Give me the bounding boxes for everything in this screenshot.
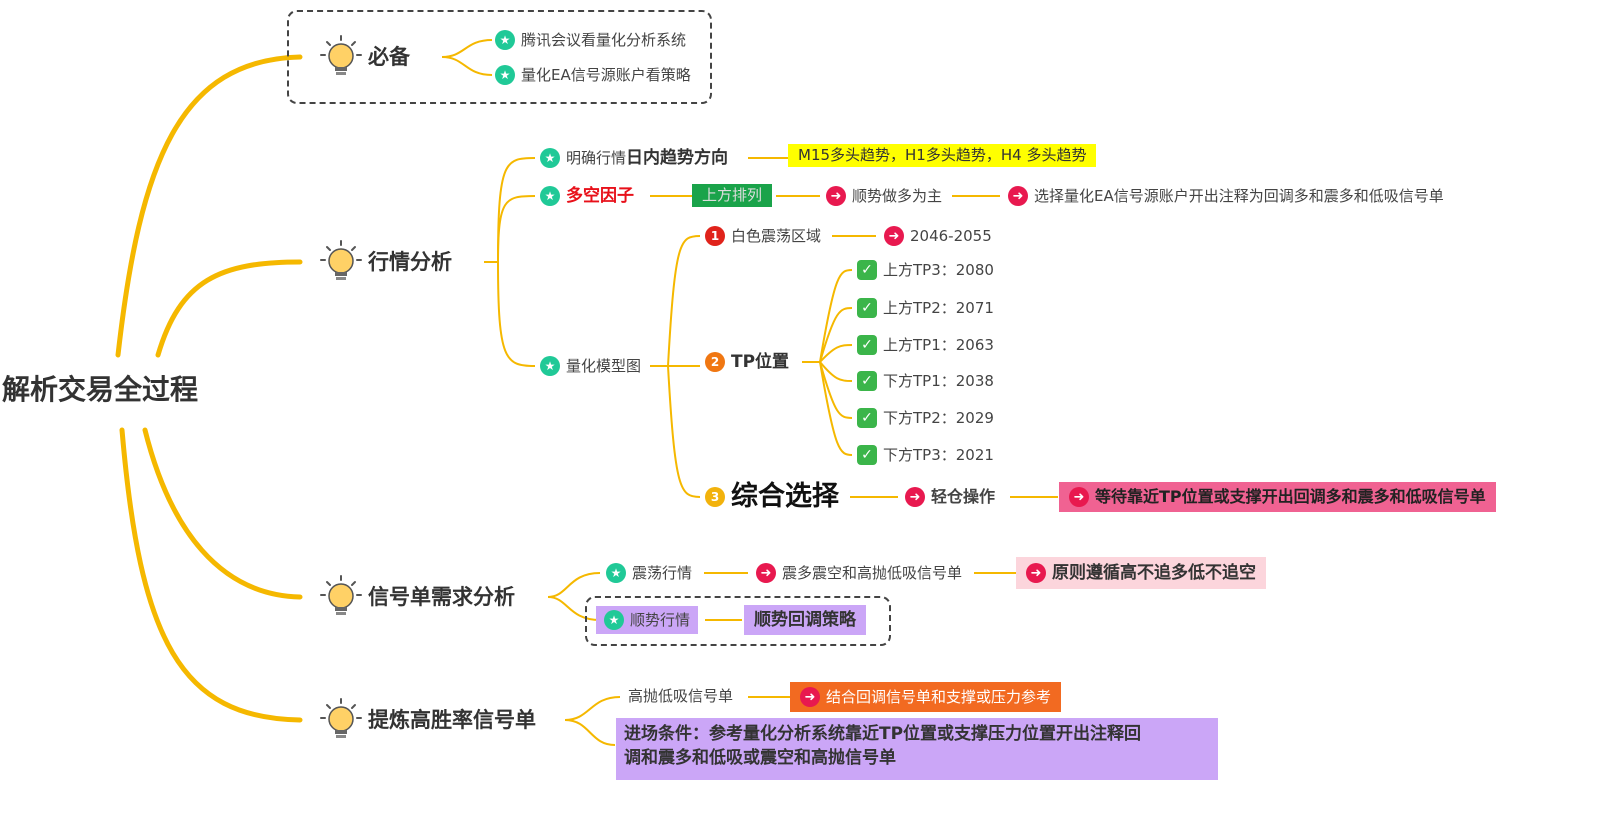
check-icon: ✓ [857, 298, 877, 318]
tp-item-label: 下方TP2：2029 [883, 408, 994, 427]
tilian-item[interactable]: 高抛低吸信号单 [628, 687, 734, 705]
check-icon: ✓ [857, 445, 877, 465]
lightbulb-icon [320, 575, 362, 615]
number-3-icon: 3 [705, 486, 725, 507]
check-icon: ✓ [857, 335, 877, 355]
zone-node[interactable]: 1 白色震荡区域 [705, 226, 821, 246]
entry-condition-line-1: 进场条件：参考量化分析系统靠近TP位置或支撑压力位置开出注释回 [624, 724, 1142, 744]
trend-direction[interactable]: ★ 明确行情 日内趋势方向 [540, 148, 728, 168]
factor-step-2-label: 选择量化EA信号源账户开出注释为回调多和震多和低吸信号单 [1034, 186, 1444, 205]
zone-label: 白色震荡区域 [731, 226, 822, 245]
factor-tag: 上方排列 [692, 184, 773, 207]
osc-note[interactable]: ➜ 原则遵循高不追多低不追空 [1016, 557, 1266, 589]
factor-label: 多空因子 [566, 185, 634, 206]
check-icon: ✓ [857, 260, 877, 280]
branch-tilian-label: 提炼高胜率信号单 [368, 707, 536, 732]
arrow-right-icon: ➜ [1069, 487, 1089, 507]
branch-xinhao-label: 信号单需求分析 [368, 584, 515, 609]
choice-step-label: 轻仓操作 [931, 487, 996, 506]
arrow-right-icon: ➜ [826, 186, 846, 206]
tilian-item-note[interactable]: ➜ 结合回调信号单和支撑或压力参考 [790, 682, 1062, 712]
trend-label: 顺势行情 [630, 610, 691, 629]
arrow-right-icon: ➜ [1008, 186, 1028, 206]
osc-note-label: 原则遵循高不追多低不追空 [1052, 562, 1256, 583]
bibei-dashed-frame [287, 10, 712, 104]
tilian-item-note-label: 结合回调信号单和支撑或压力参考 [826, 687, 1052, 706]
bibei-item-2-label: 量化EA信号源账户看策略 [521, 65, 691, 84]
tp-item[interactable]: ✓ 上方TP1：2063 [857, 335, 994, 355]
tp-item-label: 下方TP3：2021 [883, 445, 994, 464]
osc-step[interactable]: ➜ 震多震空和高抛低吸信号单 [756, 563, 962, 583]
osc-label: 震荡行情 [632, 563, 693, 582]
factor-step-1-label: 顺势做多为主 [852, 186, 943, 205]
star-icon: ★ [604, 610, 624, 630]
branch-bibei-label: 必备 [368, 44, 410, 69]
star-icon: ★ [540, 356, 560, 376]
star-icon: ★ [540, 148, 560, 168]
arrow-right-icon: ➜ [1026, 563, 1046, 583]
arrow-right-icon: ➜ [884, 226, 904, 246]
choice-step[interactable]: ➜ 轻仓操作 [905, 487, 995, 507]
trend-node[interactable]: ★ 顺势行情 [596, 606, 699, 634]
tp-item[interactable]: ✓ 上方TP3：2080 [857, 260, 994, 280]
branch-tilian[interactable]: 提炼高胜率信号单 [318, 697, 536, 743]
zone-range-label: 2046-2055 [910, 226, 992, 245]
tp-item[interactable]: ✓ 下方TP2：2029 [857, 408, 994, 428]
zone-range[interactable]: ➜ 2046-2055 [884, 226, 992, 246]
branch-hangqing[interactable]: 行情分析 [318, 239, 452, 285]
osc-node[interactable]: ★ 震荡行情 [606, 563, 692, 583]
trend-direction-bold: 日内趋势方向 [626, 147, 729, 168]
trend-dashed-frame [585, 596, 891, 646]
star-icon: ★ [495, 30, 515, 50]
bibei-item-1[interactable]: ★ 腾讯会议看量化分析系统 [495, 30, 686, 50]
tp-item-label: 上方TP1：2063 [883, 335, 994, 354]
factor-node[interactable]: ★ 多空因子 [540, 186, 634, 206]
bibei-item-2[interactable]: ★ 量化EA信号源账户看策略 [495, 65, 691, 85]
factor-step-2[interactable]: ➜ 选择量化EA信号源账户开出注释为回调多和震多和低吸信号单 [1008, 186, 1444, 206]
choice-label: 综合选择 [731, 481, 839, 512]
tp-item[interactable]: ✓ 下方TP3：2021 [857, 445, 994, 465]
arrow-right-icon: ➜ [905, 487, 925, 507]
check-icon: ✓ [857, 408, 877, 428]
trend-direction-prefix: 明确行情 [566, 148, 627, 167]
root-topic: 解析交易全过程 [2, 373, 199, 406]
check-icon: ✓ [857, 371, 877, 391]
tp-item-label: 上方TP2：2071 [883, 298, 994, 317]
lightbulb-icon [320, 240, 362, 280]
star-icon: ★ [540, 186, 560, 206]
star-icon: ★ [495, 65, 515, 85]
entry-condition[interactable]: 进场条件：参考量化分析系统靠近TP位置或支撑压力位置开出注释回 调和震多和低吸或… [616, 718, 1218, 780]
choice-note[interactable]: ➜ 等待靠近TP位置或支撑开出回调多和震多和低吸信号单 [1059, 482, 1496, 512]
lightbulb-icon [320, 35, 362, 75]
star-icon: ★ [606, 563, 626, 583]
osc-step-label: 震多震空和高抛低吸信号单 [782, 563, 963, 582]
tp-title: TP位置 [731, 351, 790, 372]
tp-item-label: 下方TP1：2038 [883, 371, 994, 390]
model-node[interactable]: ★ 量化模型图 [540, 356, 641, 376]
factor-step-1[interactable]: ➜ 顺势做多为主 [826, 186, 942, 206]
tp-item[interactable]: ✓ 上方TP2：2071 [857, 298, 994, 318]
number-2-icon: 2 [705, 352, 725, 372]
branch-bibei[interactable]: 必备 [318, 34, 410, 80]
branch-hangqing-label: 行情分析 [368, 249, 452, 274]
bibei-item-1-label: 腾讯会议看量化分析系统 [521, 30, 687, 49]
model-label: 量化模型图 [566, 356, 642, 375]
arrow-right-icon: ➜ [800, 687, 820, 707]
number-1-icon: 1 [705, 226, 725, 246]
entry-condition-line-2: 调和震多和低吸或震空和高抛信号单 [624, 748, 896, 768]
arrow-right-icon: ➜ [756, 563, 776, 583]
trend-note: M15多头趋势，H1多头趋势，H4 多头趋势 [788, 144, 1097, 167]
choice-note-label: 等待靠近TP位置或支撑开出回调多和震多和低吸信号单 [1095, 487, 1486, 506]
branch-xinhao[interactable]: 信号单需求分析 [318, 574, 515, 620]
tp-item-label: 上方TP3：2080 [883, 260, 994, 279]
tp-node[interactable]: 2 TP位置 [705, 352, 789, 372]
choice-node[interactable]: 3 综合选择 [705, 483, 839, 510]
tp-item[interactable]: ✓ 下方TP1：2038 [857, 371, 994, 391]
lightbulb-icon [320, 698, 362, 738]
trend-note: 顺势回调策略 [744, 605, 866, 635]
